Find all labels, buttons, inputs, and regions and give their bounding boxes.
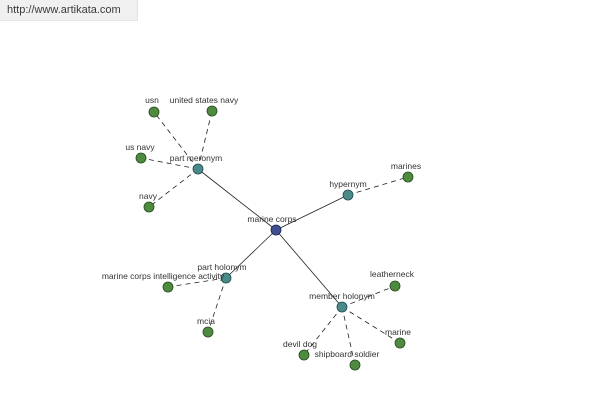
label-member-holonym: member holonym [309,291,375,301]
node-usn[interactable]: usn [145,95,160,118]
leaf-edges [140,110,409,366]
label-united-states-navy: united states navy [170,95,239,105]
edge-marine-corps-member-holonym [275,229,343,308]
label-usn: usn [145,95,159,105]
edge-member-holonym-shipboard-soldier [341,306,356,366]
node-marines[interactable]: marines [391,161,421,183]
node-marine-corps[interactable]: marine corps [247,214,297,236]
label-part-holonym: part holonym [197,262,246,272]
edge-marine-corps-hypernym [275,194,349,231]
watermark-url[interactable]: http://www.artikata.com [0,0,138,21]
label-marine-corps: marine corps [247,214,296,224]
label-marines: marines [391,161,421,171]
node-part-holonym[interactable]: part holonym [197,262,247,284]
edge-part-meronym-united-states-navy [197,110,213,170]
label-us-navy: us navy [125,142,155,152]
edge-part-holonym-intelligence-activity [167,277,227,288]
edge-marine-corps-part-holonym [225,229,277,279]
edge-hypernym-marines [347,176,409,196]
label-mcia: mcia [197,316,215,326]
edge-marine-corps-part-meronym [197,168,277,231]
node-mcia[interactable]: mcia [197,316,215,338]
edge-part-meronym-us-navy [140,157,199,170]
label-marine: marine [385,327,411,337]
label-devil-dog: devil dog [283,339,317,349]
node-marine-corps-intelligence-activity[interactable]: marine corps intelligence activity [102,271,225,293]
edge-part-meronym-navy [148,168,199,208]
label-shipboard-soldier: shipboard soldier [315,349,380,359]
node-marine[interactable]: marine [385,327,411,349]
node-united-states-navy[interactable]: united states navy [170,95,239,117]
label-navy: navy [139,191,158,201]
node-navy[interactable]: navy [139,191,158,213]
label-leatherneck: leatherneck [370,269,415,279]
node-shipboard-soldier[interactable]: shipboard soldier [315,349,380,371]
relation-edges [197,168,349,308]
node-leatherneck[interactable]: leatherneck [370,269,415,292]
label-marine-corps-intelligence-activity: marine corps intelligence activity [102,271,225,281]
node-part-meronym[interactable]: part meronym [170,153,222,175]
label-hypernym: hypernym [329,179,366,189]
edge-member-holonym-devil-dog [303,306,343,356]
edge-member-holonym-leatherneck [341,285,396,308]
node-devil-dog[interactable]: devil dog [283,339,317,361]
edge-member-holonym-marine [341,306,401,344]
node-member-holonym[interactable]: member holonym [309,291,375,313]
node-hypernym[interactable]: hypernym [329,179,367,201]
edge-part-holonym-mcia [207,277,227,333]
node-us-navy[interactable]: us navy [125,142,155,164]
label-part-meronym: part meronym [170,153,222,163]
edge-part-meronym-usn [153,111,199,170]
